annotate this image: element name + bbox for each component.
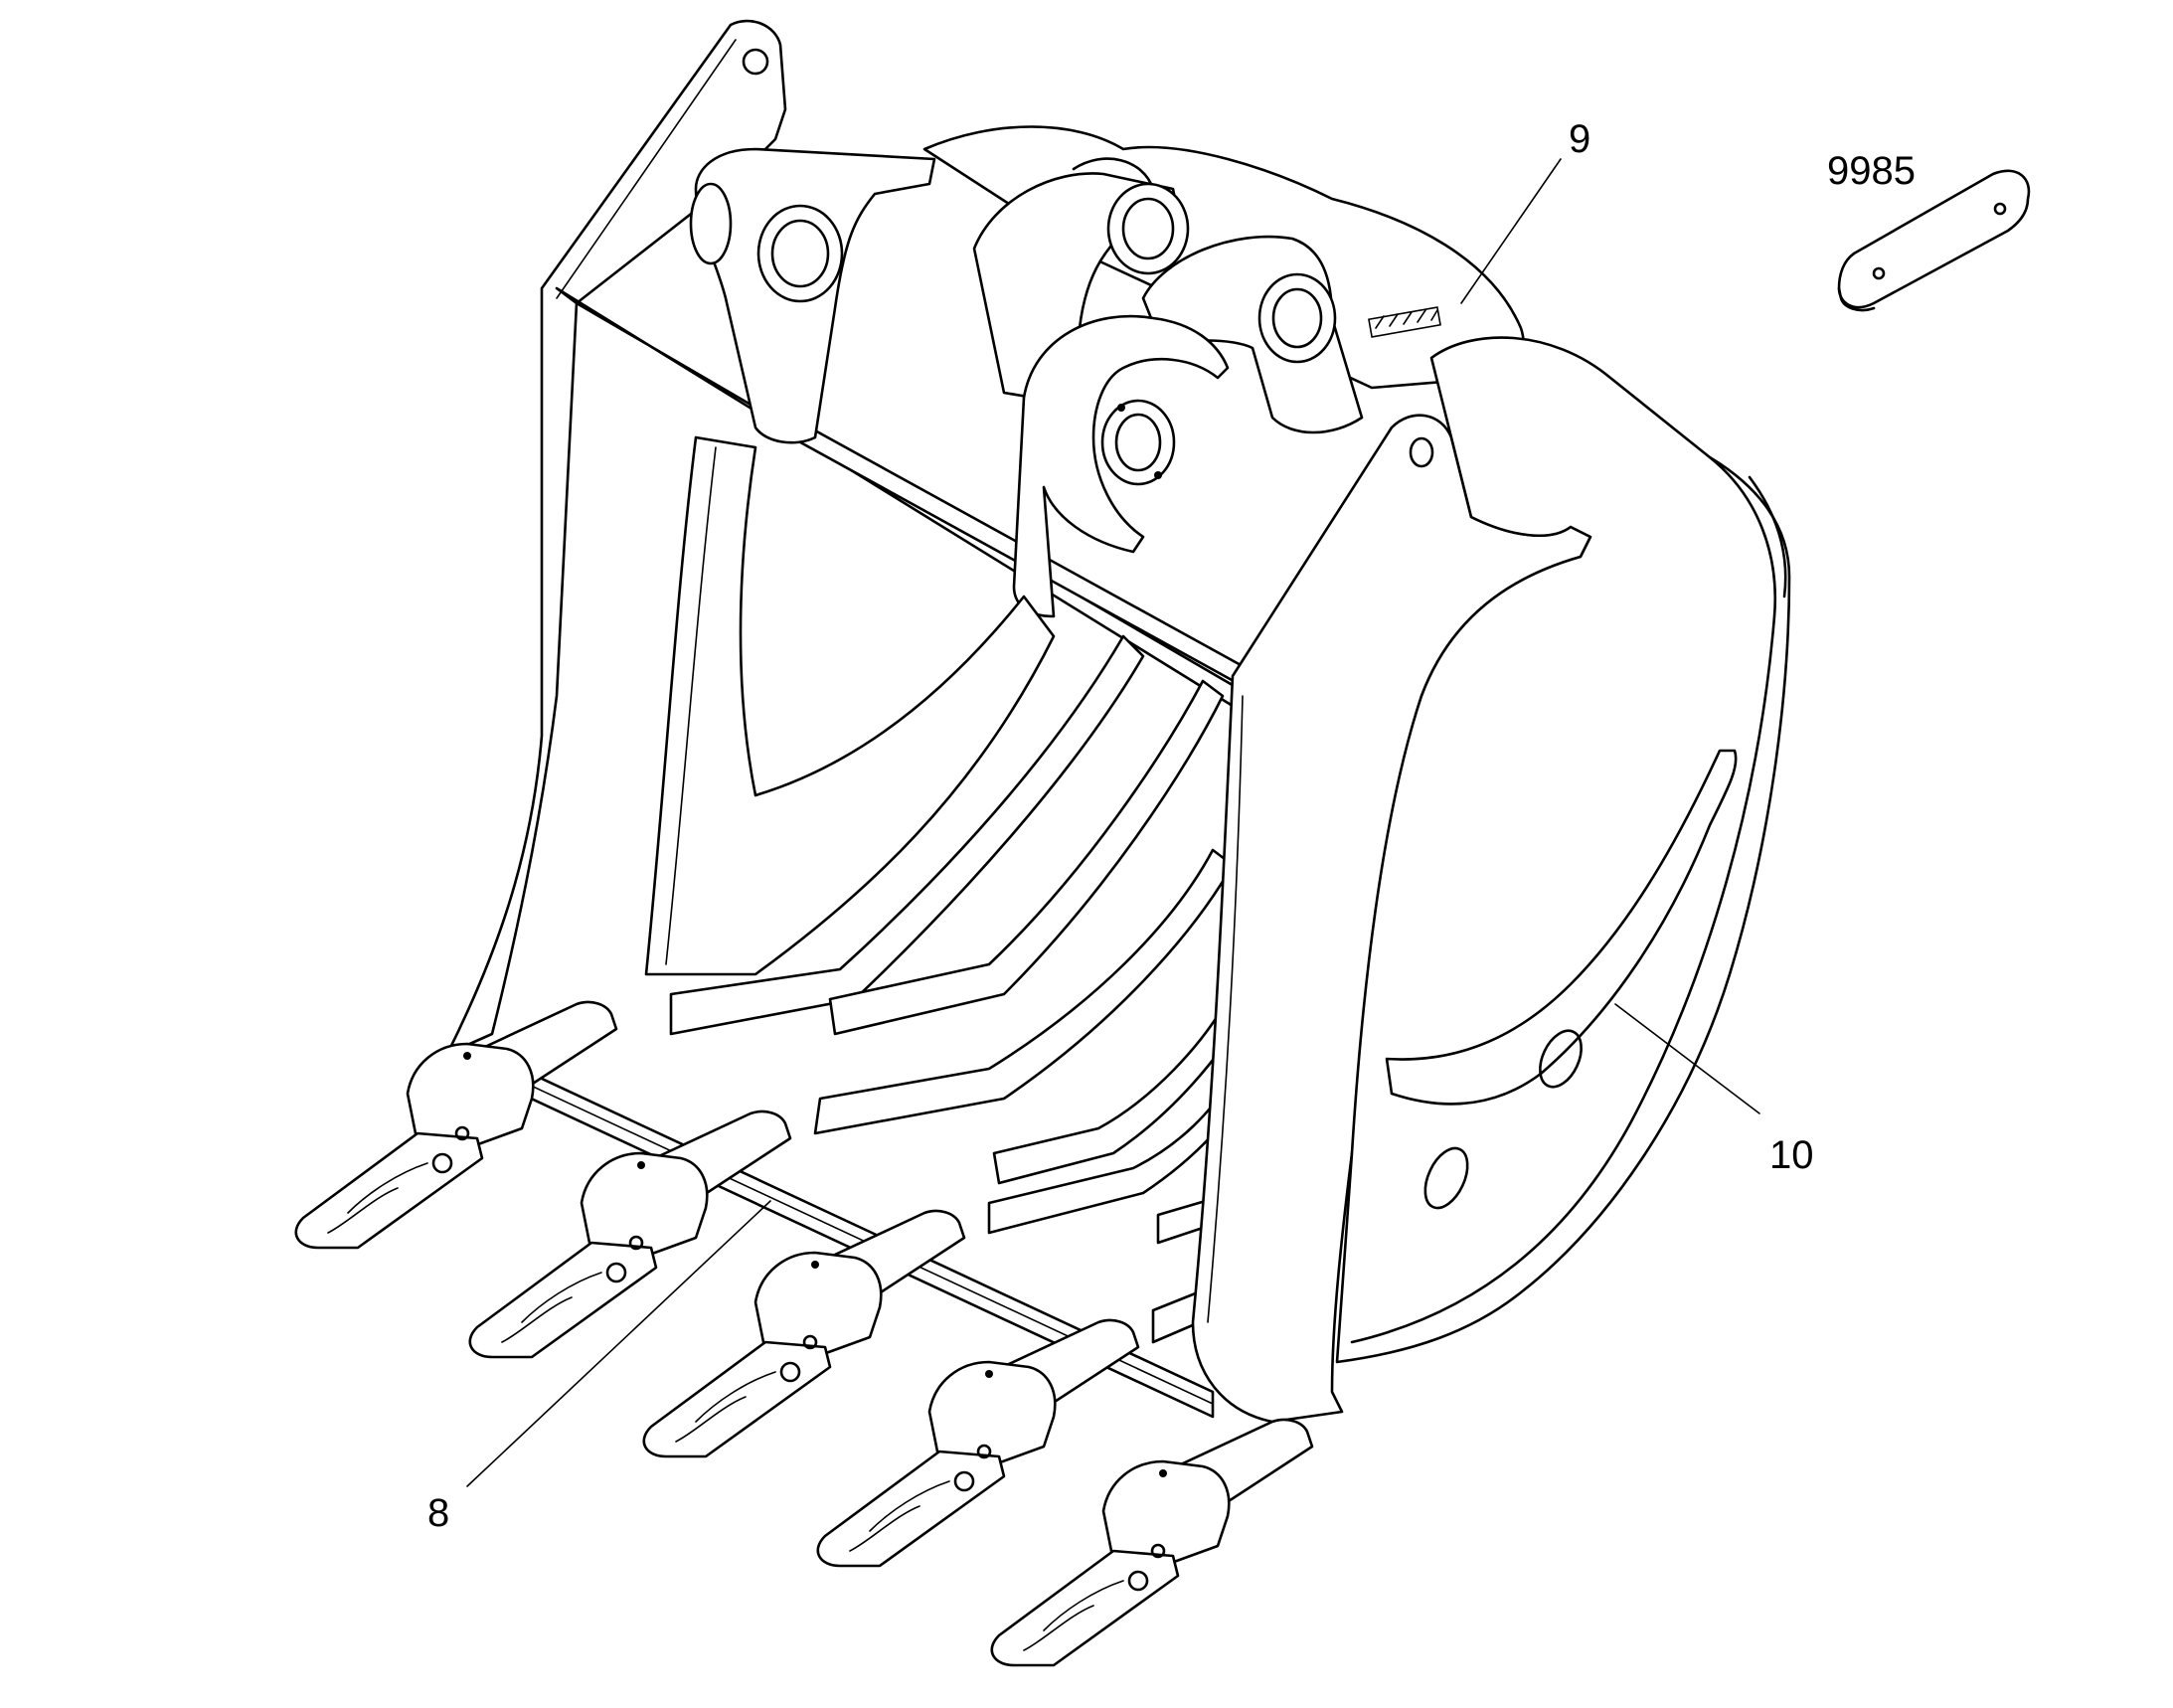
leader-9: [1460, 158, 1562, 304]
leader-10: [1614, 1003, 1760, 1114]
center-bushing: [1106, 182, 1190, 275]
leader-8: [466, 1200, 771, 1487]
hook-bracket: [1012, 314, 1230, 618]
wear-strips: [669, 634, 1245, 1344]
callout-8: 8: [427, 1491, 449, 1535]
tooth-3: [642, 1209, 966, 1458]
bucket-back-plate: [644, 435, 1056, 976]
left-bushing: [756, 204, 844, 303]
tooth-4: [816, 1318, 1140, 1568]
callout-10: 10: [1769, 1133, 1814, 1177]
part-9985-plate: [1837, 169, 2031, 312]
right-plate-pin-hole: [1409, 436, 1434, 468]
side-hole-lower: [1423, 1146, 1469, 1210]
right-bushing: [1257, 272, 1337, 364]
callout-9985: 9985: [1827, 149, 1916, 193]
side-hole-upper: [1539, 1029, 1583, 1089]
left-pivot-bracket: [689, 147, 936, 444]
left-side-plate: [445, 19, 787, 1056]
tooth-5: [990, 1418, 1314, 1667]
leader-lines: [466, 158, 1760, 1487]
hook-pin: [1100, 399, 1176, 486]
left-plate-pin-hole: [742, 48, 769, 76]
tooth-2: [468, 1110, 792, 1359]
right-pivot-bracket: [1141, 235, 1441, 434]
right-side-shell: [1335, 336, 1791, 1364]
manufacturer-logo: [1368, 306, 1441, 338]
center-pivot-bracket: [972, 172, 1190, 400]
callout-9: 9: [1569, 117, 1590, 161]
